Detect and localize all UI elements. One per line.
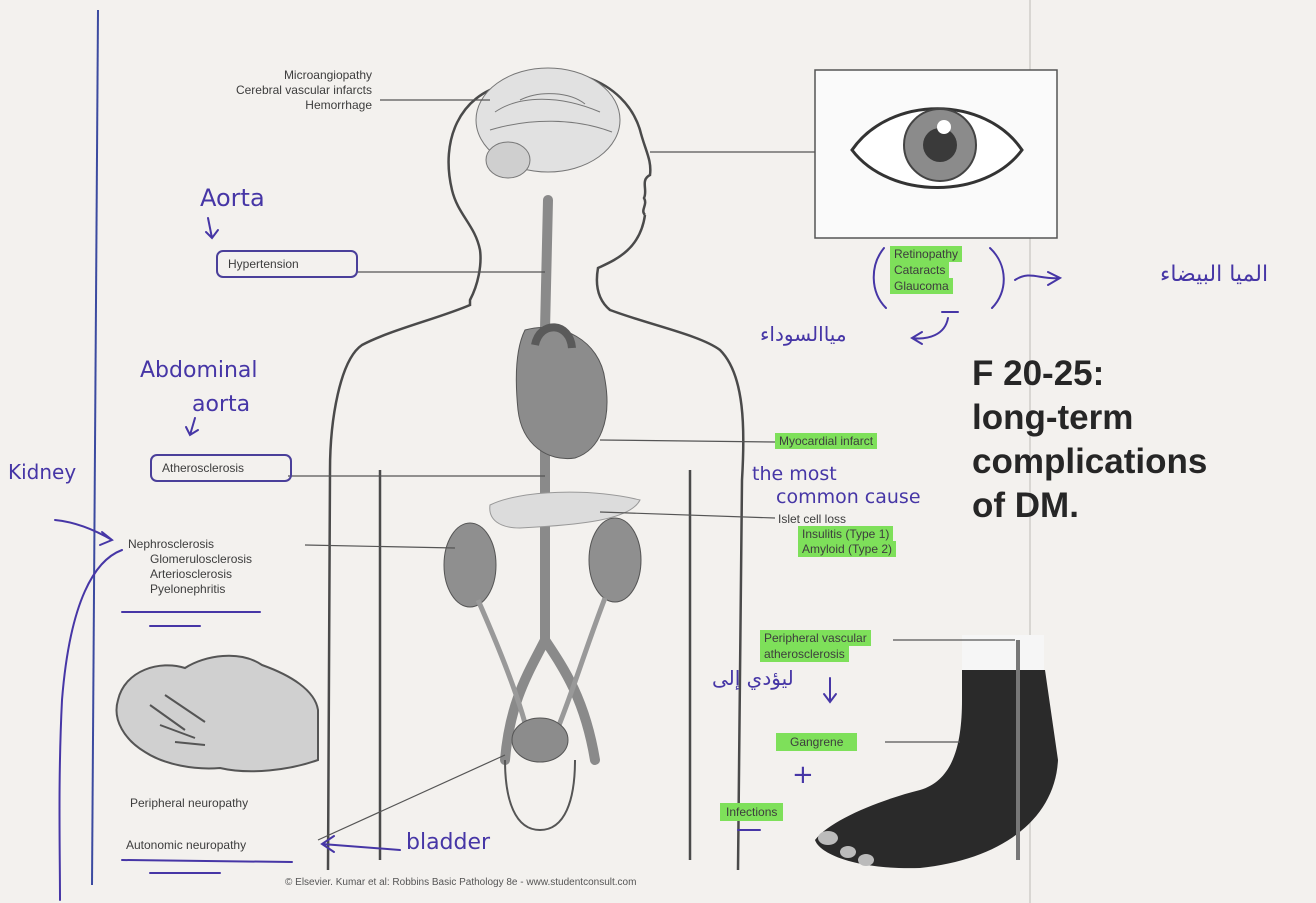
label-infections: Infections bbox=[720, 803, 783, 821]
vessels bbox=[505, 200, 595, 760]
bladder bbox=[512, 718, 568, 762]
label-arteriosclerosis: Arteriosclerosis bbox=[128, 567, 252, 582]
arrow-down-aorta bbox=[206, 218, 218, 238]
note-abdominal-aorta: aorta bbox=[192, 392, 250, 417]
arrow-bladder bbox=[322, 836, 400, 852]
arrow-down-abdominal bbox=[186, 418, 198, 435]
brain-labels: Microangiopathy Cerebral vascular infarc… bbox=[150, 68, 372, 113]
label-atherosclerosis-foot: atherosclerosis bbox=[760, 646, 849, 662]
bracket-kidney bbox=[60, 550, 123, 900]
arrow-leads bbox=[824, 678, 836, 702]
arrow-kidney bbox=[55, 520, 112, 545]
label-peripheral-neuropathy: Peripheral neuropathy bbox=[130, 796, 248, 811]
note-black-water: مياالسوداء bbox=[760, 322, 847, 346]
kidney-labels: Nephrosclerosis Glomerulosclerosis Arter… bbox=[128, 537, 252, 597]
arrow-glaucoma bbox=[912, 318, 948, 344]
note-most-common-2: common cause bbox=[776, 486, 921, 508]
brain bbox=[476, 68, 620, 178]
caption-line-1: F 20-25: bbox=[972, 352, 1302, 396]
figure-caption: F 20-25: long-term complications of DM. bbox=[972, 352, 1302, 528]
label-hemorrhage: Hemorrhage bbox=[150, 98, 372, 113]
note-white-water: الميا البيضاء bbox=[1160, 262, 1268, 287]
label-nephrosclerosis: Nephrosclerosis bbox=[128, 537, 252, 552]
arrow-cataracts bbox=[1015, 272, 1060, 285]
label-hypertension: Hypertension bbox=[216, 250, 358, 278]
label-myocardial-infarct: Myocardial infarct bbox=[775, 433, 877, 449]
label-glomerulosclerosis: Glomerulosclerosis bbox=[128, 552, 252, 567]
note-aorta: Aorta bbox=[200, 184, 265, 212]
label-autonomic-neuropathy: Autonomic neuropathy bbox=[126, 838, 246, 853]
hand-drawing bbox=[117, 656, 318, 771]
heart bbox=[516, 327, 607, 458]
label-retinopathy: Retinopathy bbox=[890, 246, 962, 262]
caption-line-4: of DM. bbox=[972, 484, 1302, 528]
label-atherosclerosis: Atherosclerosis bbox=[150, 454, 292, 482]
label-pyelonephritis: Pyelonephritis bbox=[128, 582, 252, 597]
underline-autonomic bbox=[122, 860, 292, 873]
eye-labels: Retinopathy Cataracts Glaucoma bbox=[890, 246, 962, 294]
label-cataracts: Cataracts bbox=[890, 262, 949, 278]
note-bladder: bladder bbox=[406, 830, 490, 855]
pelvis-outline bbox=[505, 760, 575, 830]
kidney-left bbox=[444, 523, 496, 607]
note-leads-to: ليؤدي إلى bbox=[712, 666, 794, 690]
label-glaucoma: Glaucoma bbox=[890, 278, 953, 294]
label-peripheral-vascular: Peripheral vascular bbox=[760, 630, 871, 646]
underline-pyelonephritis bbox=[122, 612, 260, 626]
label-cerebral-infarcts: Cerebral vascular infarcts bbox=[150, 83, 372, 98]
margin-line bbox=[92, 10, 98, 885]
label-gangrene: Gangrene bbox=[776, 733, 857, 751]
note-kidney: Kidney bbox=[8, 460, 76, 484]
caption-line-2: long-term bbox=[972, 396, 1302, 440]
note-most-common-1: the most bbox=[752, 463, 837, 485]
peripheral-vascular-labels: Peripheral vascular atherosclerosis bbox=[760, 630, 871, 662]
foot-drawing bbox=[815, 635, 1058, 868]
paren-left-eye bbox=[874, 248, 886, 308]
kidney-right bbox=[589, 518, 641, 602]
caption-line-3: complications bbox=[972, 440, 1302, 484]
plus-sign: + bbox=[792, 760, 814, 790]
label-microangiopathy: Microangiopathy bbox=[150, 68, 372, 83]
label-islet-cell-loss: Islet cell loss bbox=[778, 512, 896, 527]
islet-labels: Islet cell loss Insulitis (Type 1) Amylo… bbox=[778, 512, 896, 557]
figure-footer: © Elsevier. Kumar et al: Robbins Basic P… bbox=[285, 877, 636, 888]
label-insulitis: Insulitis (Type 1) bbox=[798, 526, 893, 542]
paren-right-eye bbox=[990, 248, 1004, 308]
label-amyloid: Amyloid (Type 2) bbox=[798, 541, 896, 557]
note-abdominal: Abdominal bbox=[140, 358, 258, 383]
